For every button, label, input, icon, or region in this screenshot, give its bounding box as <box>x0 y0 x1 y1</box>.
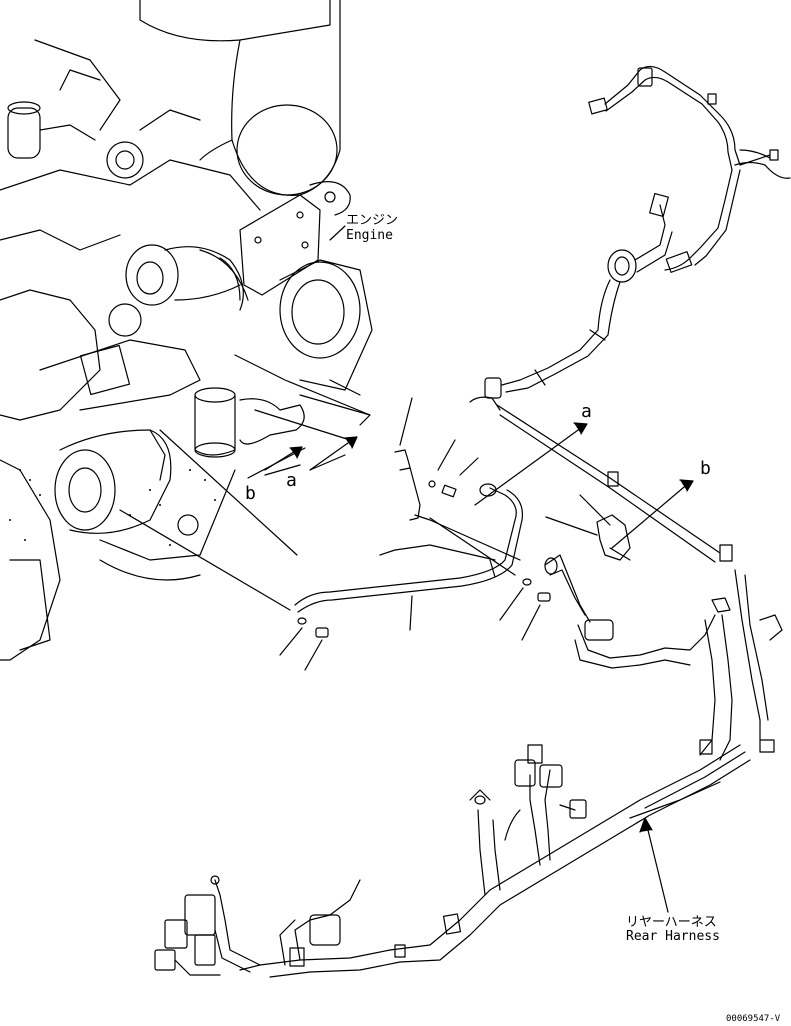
arrow-b-harness <box>611 479 694 549</box>
rear-harness <box>154 65 791 978</box>
callout-b-engine: b <box>245 483 256 504</box>
engine-leader <box>329 225 346 241</box>
callout-b-harness: b <box>700 458 711 479</box>
engine-label-en: Engine <box>346 228 393 243</box>
rear-harness-label-en: Rear Harness <box>626 929 720 944</box>
callout-a-harness: a <box>581 401 592 422</box>
engine-label-jp: エンジン <box>346 213 399 228</box>
arrow-a-engine <box>309 436 358 471</box>
engine-assembly <box>0 0 373 661</box>
rear-harness-label-jp: リヤーハーネス <box>626 915 717 930</box>
arrow-a-harness <box>474 422 588 506</box>
arrow-b-engine <box>264 446 303 471</box>
callout-a-engine: a <box>286 470 297 491</box>
callout-leaders <box>119 354 551 671</box>
rear-harness-leader <box>639 817 669 913</box>
drawing-code: 00069547-V <box>726 1014 781 1024</box>
